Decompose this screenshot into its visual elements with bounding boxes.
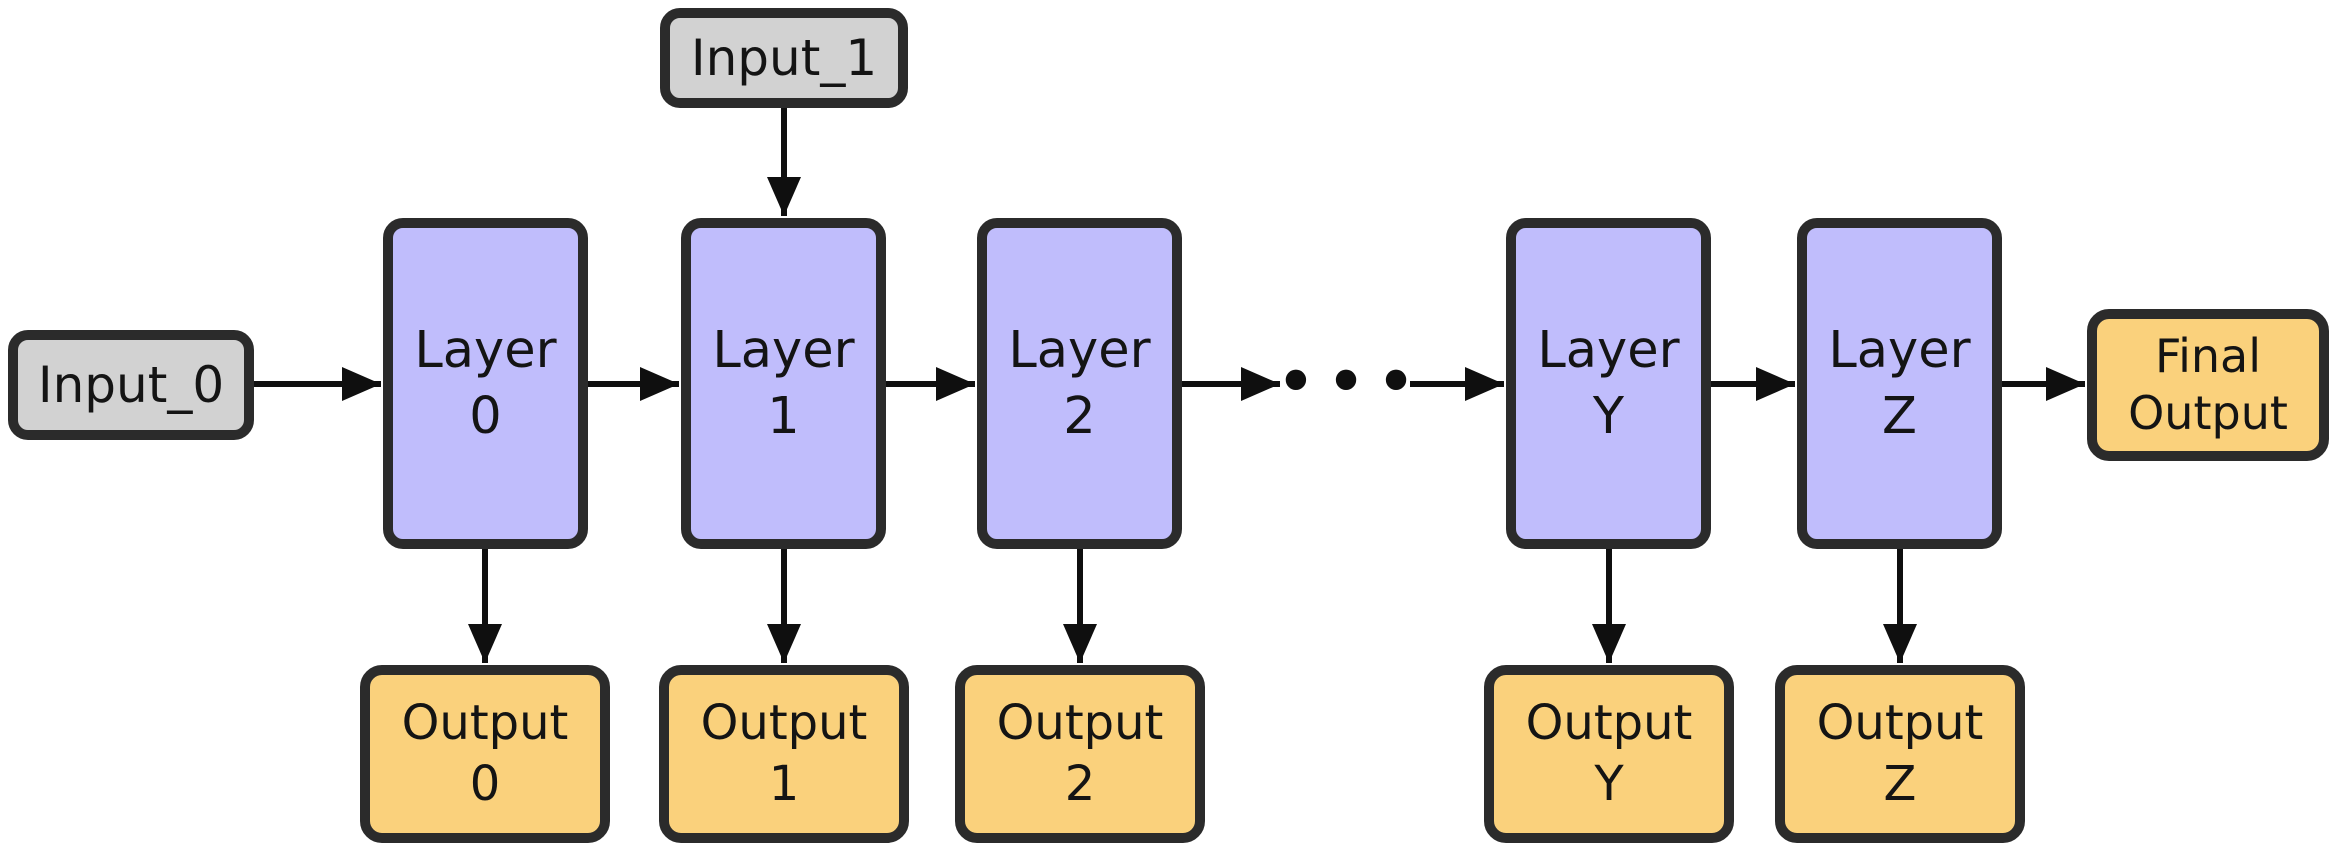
output-2-node: Output 2 [955, 665, 1205, 843]
output-0-node: Output 0 [360, 665, 610, 843]
layer-1-node: Layer 1 [681, 218, 886, 549]
output-y-node: Output Y [1484, 665, 1734, 843]
ellipsis-dots: ••• [1277, 347, 1428, 416]
input-0-node: Input_0 [8, 330, 254, 440]
output-1-node: Output 1 [659, 665, 909, 843]
output-z-node: Output Z [1775, 665, 2025, 843]
layer-y-node: Layer Y [1506, 218, 1711, 549]
final-output-node: Final Output [2087, 309, 2329, 461]
layer-0-node: Layer 0 [383, 218, 588, 549]
layer-2-node: Layer 2 [977, 218, 1182, 549]
layer-z-node: Layer Z [1797, 218, 2002, 549]
input-1-node: Input_1 [660, 8, 908, 108]
